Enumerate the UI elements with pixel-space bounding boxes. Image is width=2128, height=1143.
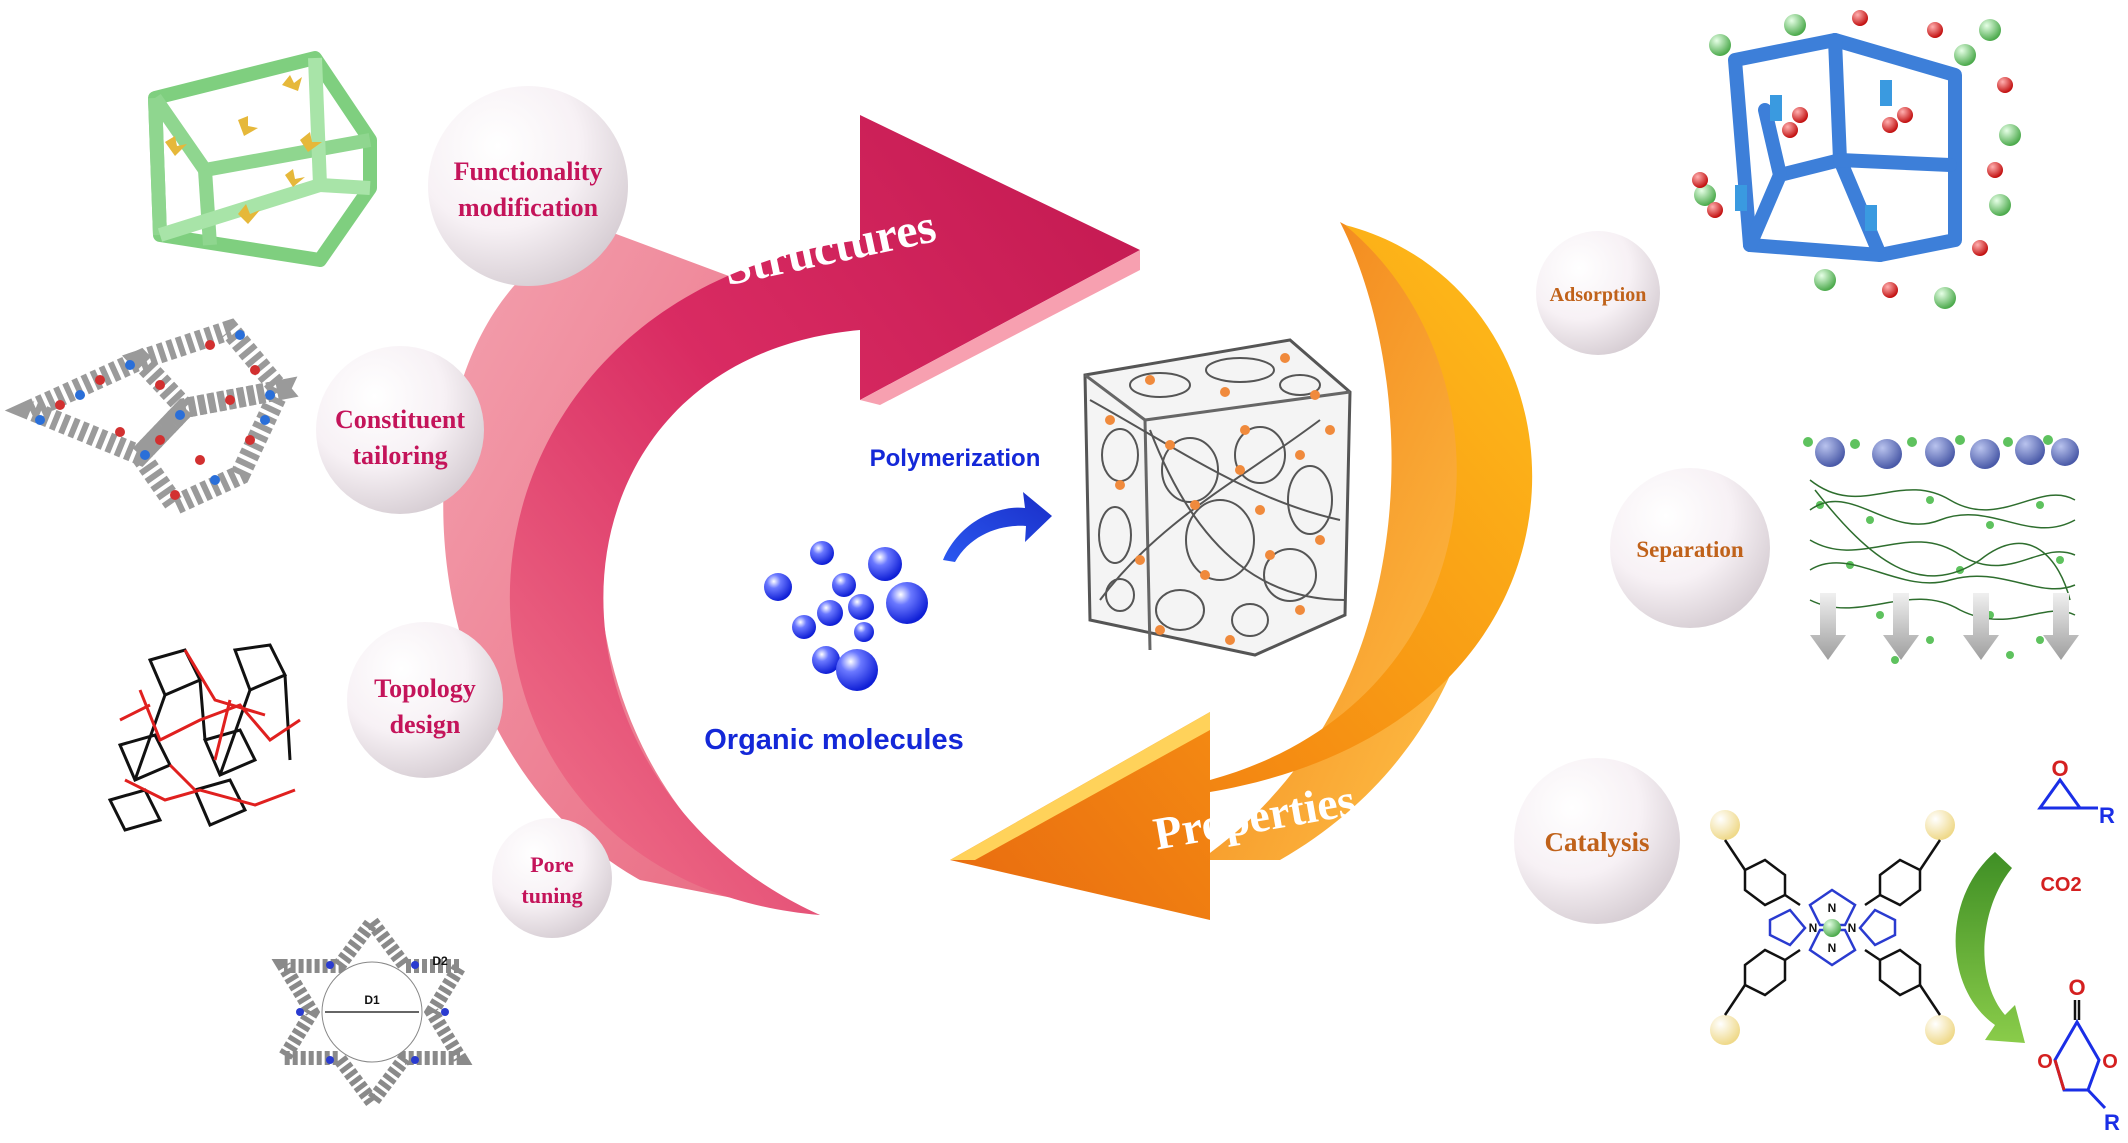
pore-star-illustration: D1 D2 (271, 910, 473, 1114)
carbonate-o-right: O (2102, 1051, 2118, 1073)
structures-arrow-body (509, 115, 1140, 915)
topology-net-illustration (107, 643, 301, 832)
molecule-sphere (868, 547, 902, 581)
constituent-framework-illustration (4, 318, 299, 518)
structures-arrow: Structures (443, 115, 1140, 915)
properties-arrow-body (950, 225, 1533, 920)
carbonate-o-top: O (2068, 975, 2085, 1000)
co2-cycloaddition-illustration: O R CO2 O O O R (1955, 756, 2120, 1135)
porphyrin-n-label: N (1828, 941, 1837, 955)
porphyrin-n-label: N (1848, 921, 1857, 935)
strategy-bubble (492, 818, 612, 938)
strategy-constituent: Constituent tailoring (316, 346, 484, 514)
property-label: Separation (1636, 537, 1744, 562)
strategy-label-line2: design (390, 710, 461, 739)
strategy-label-line1: Topology (374, 674, 476, 703)
epoxide-o-label: O (2051, 756, 2068, 781)
porphyrin-n-label: N (1809, 921, 1818, 935)
functionalized-cube-illustration (148, 51, 377, 267)
molecule-sphere (836, 649, 878, 691)
property-separation: Separation (1610, 468, 1770, 628)
properties-arrowhead-bevel (950, 712, 1210, 860)
polymerization-arrow (943, 492, 1052, 562)
property-bubble (1610, 468, 1770, 628)
epoxide-r-label: R (2099, 803, 2115, 828)
molecule-sphere (854, 622, 874, 642)
porphyrin-catalyst-illustration: N N N N (1710, 810, 1955, 1045)
structures-arrow-inner-face (443, 228, 820, 915)
functional-group-icons (165, 75, 322, 224)
property-bubble (1514, 758, 1680, 924)
green-reaction-arrow (1955, 852, 2025, 1043)
property-label: Adsorption (1550, 284, 1647, 306)
property-adsorption: Adsorption (1536, 231, 1660, 355)
strategy-label-line2: tailoring (352, 441, 447, 470)
property-label: Catalysis (1544, 827, 1649, 857)
property-catalysis: Catalysis (1514, 758, 1680, 924)
porphyrin-n-label: N (1828, 901, 1837, 915)
organic-molecules-cluster (764, 541, 928, 691)
property-bubble (1536, 231, 1660, 355)
adsorption-framework-illustration (1692, 10, 2021, 309)
pore-d2-label: D2 (432, 954, 448, 968)
polymerization-label: Polymerization (870, 445, 1041, 472)
strategy-label-line2: modification (458, 193, 599, 222)
molecule-sphere (832, 573, 856, 597)
carbonate-r-label: R (2104, 1110, 2120, 1135)
molecule-sphere (848, 594, 874, 620)
structures-arrowhead-bevel (860, 250, 1140, 405)
molecule-sphere (792, 615, 816, 639)
strategy-topology: Topology design (347, 622, 503, 778)
molecule-sphere (764, 573, 792, 601)
strategy-bubble (316, 346, 484, 514)
molecule-sphere (812, 646, 840, 674)
pore-d1-label: D1 (364, 993, 380, 1007)
strategy-label-line1: Functionality (454, 157, 603, 186)
molecule-sphere (810, 541, 834, 565)
molecule-sphere (817, 600, 843, 626)
co2-label: CO2 (2040, 874, 2081, 896)
porous-cube (1083, 338, 1352, 657)
organic-molecules-label: Organic molecules (704, 724, 964, 756)
strategy-bubble (428, 86, 628, 286)
strategy-functionality: Functionality modification (428, 86, 628, 286)
strategy-label-line1: Constituent (335, 405, 465, 434)
strategy-label-line1: Pore (530, 852, 574, 877)
molecule-sphere (886, 582, 928, 624)
strategy-pore: Pore tuning (492, 818, 612, 938)
carbonate-o-left: O (2037, 1051, 2053, 1073)
strategy-label-line2: tuning (521, 883, 582, 908)
separation-membrane-illustration (1803, 435, 2079, 664)
strategy-bubble (347, 622, 503, 778)
